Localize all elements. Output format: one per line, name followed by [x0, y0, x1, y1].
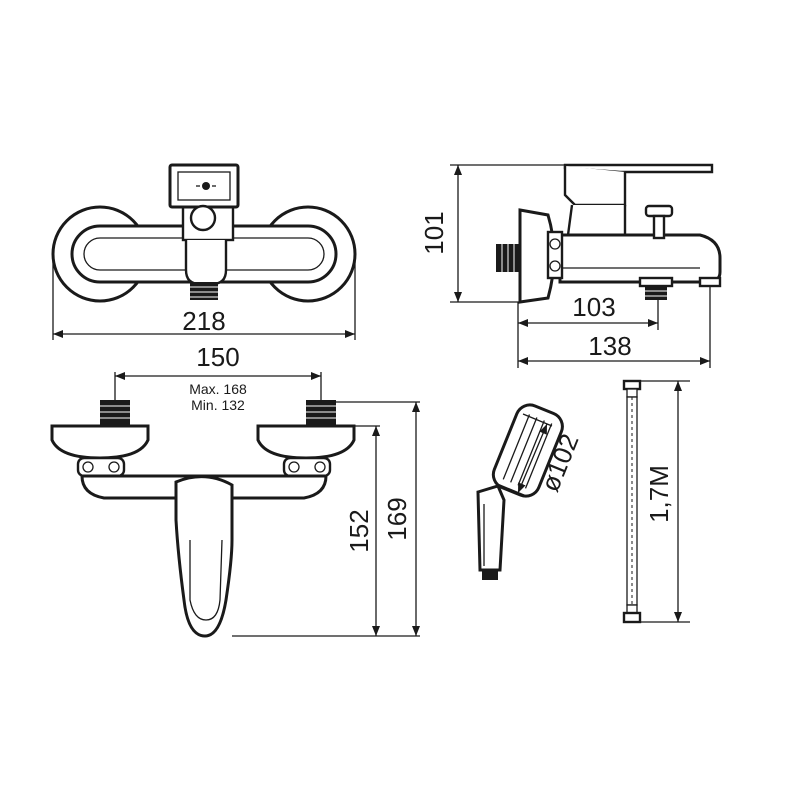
hot-cold-indicator-icon: [202, 182, 210, 190]
dimension-spout-reach-total: 138: [518, 286, 711, 368]
dimension-hose-length: 1,7M: [640, 380, 690, 623]
dimension-label-138: 138: [588, 331, 631, 361]
dimension-label-101: 101: [419, 211, 449, 254]
front-view-top: [51, 163, 357, 303]
dimension-label-min: Min. 132: [191, 397, 245, 413]
dimension-spout-reach-inner: 103: [517, 292, 659, 368]
front-view-bottom: [50, 400, 356, 638]
dimension-label-152: 152: [344, 509, 374, 552]
dimension-label-max: Max. 168: [189, 381, 247, 397]
dimension-center-distance: 150 Max. 168 Min. 132: [114, 342, 322, 413]
dimension-top-depth: 101: [419, 164, 565, 303]
dimension-label-hose: 1,7M: [644, 465, 674, 523]
dimension-label-169: 169: [382, 497, 412, 540]
dimension-height-total: 169: [336, 401, 420, 636]
dimension-label-218: 218: [182, 306, 225, 336]
dimension-height-body: 152: [232, 425, 420, 637]
dimension-label-103: 103: [572, 292, 615, 322]
shower-hose: [622, 379, 642, 624]
dimension-label-150: 150: [196, 342, 239, 372]
dimension-width-total: 218: [52, 260, 356, 340]
side-view: [496, 163, 722, 304]
